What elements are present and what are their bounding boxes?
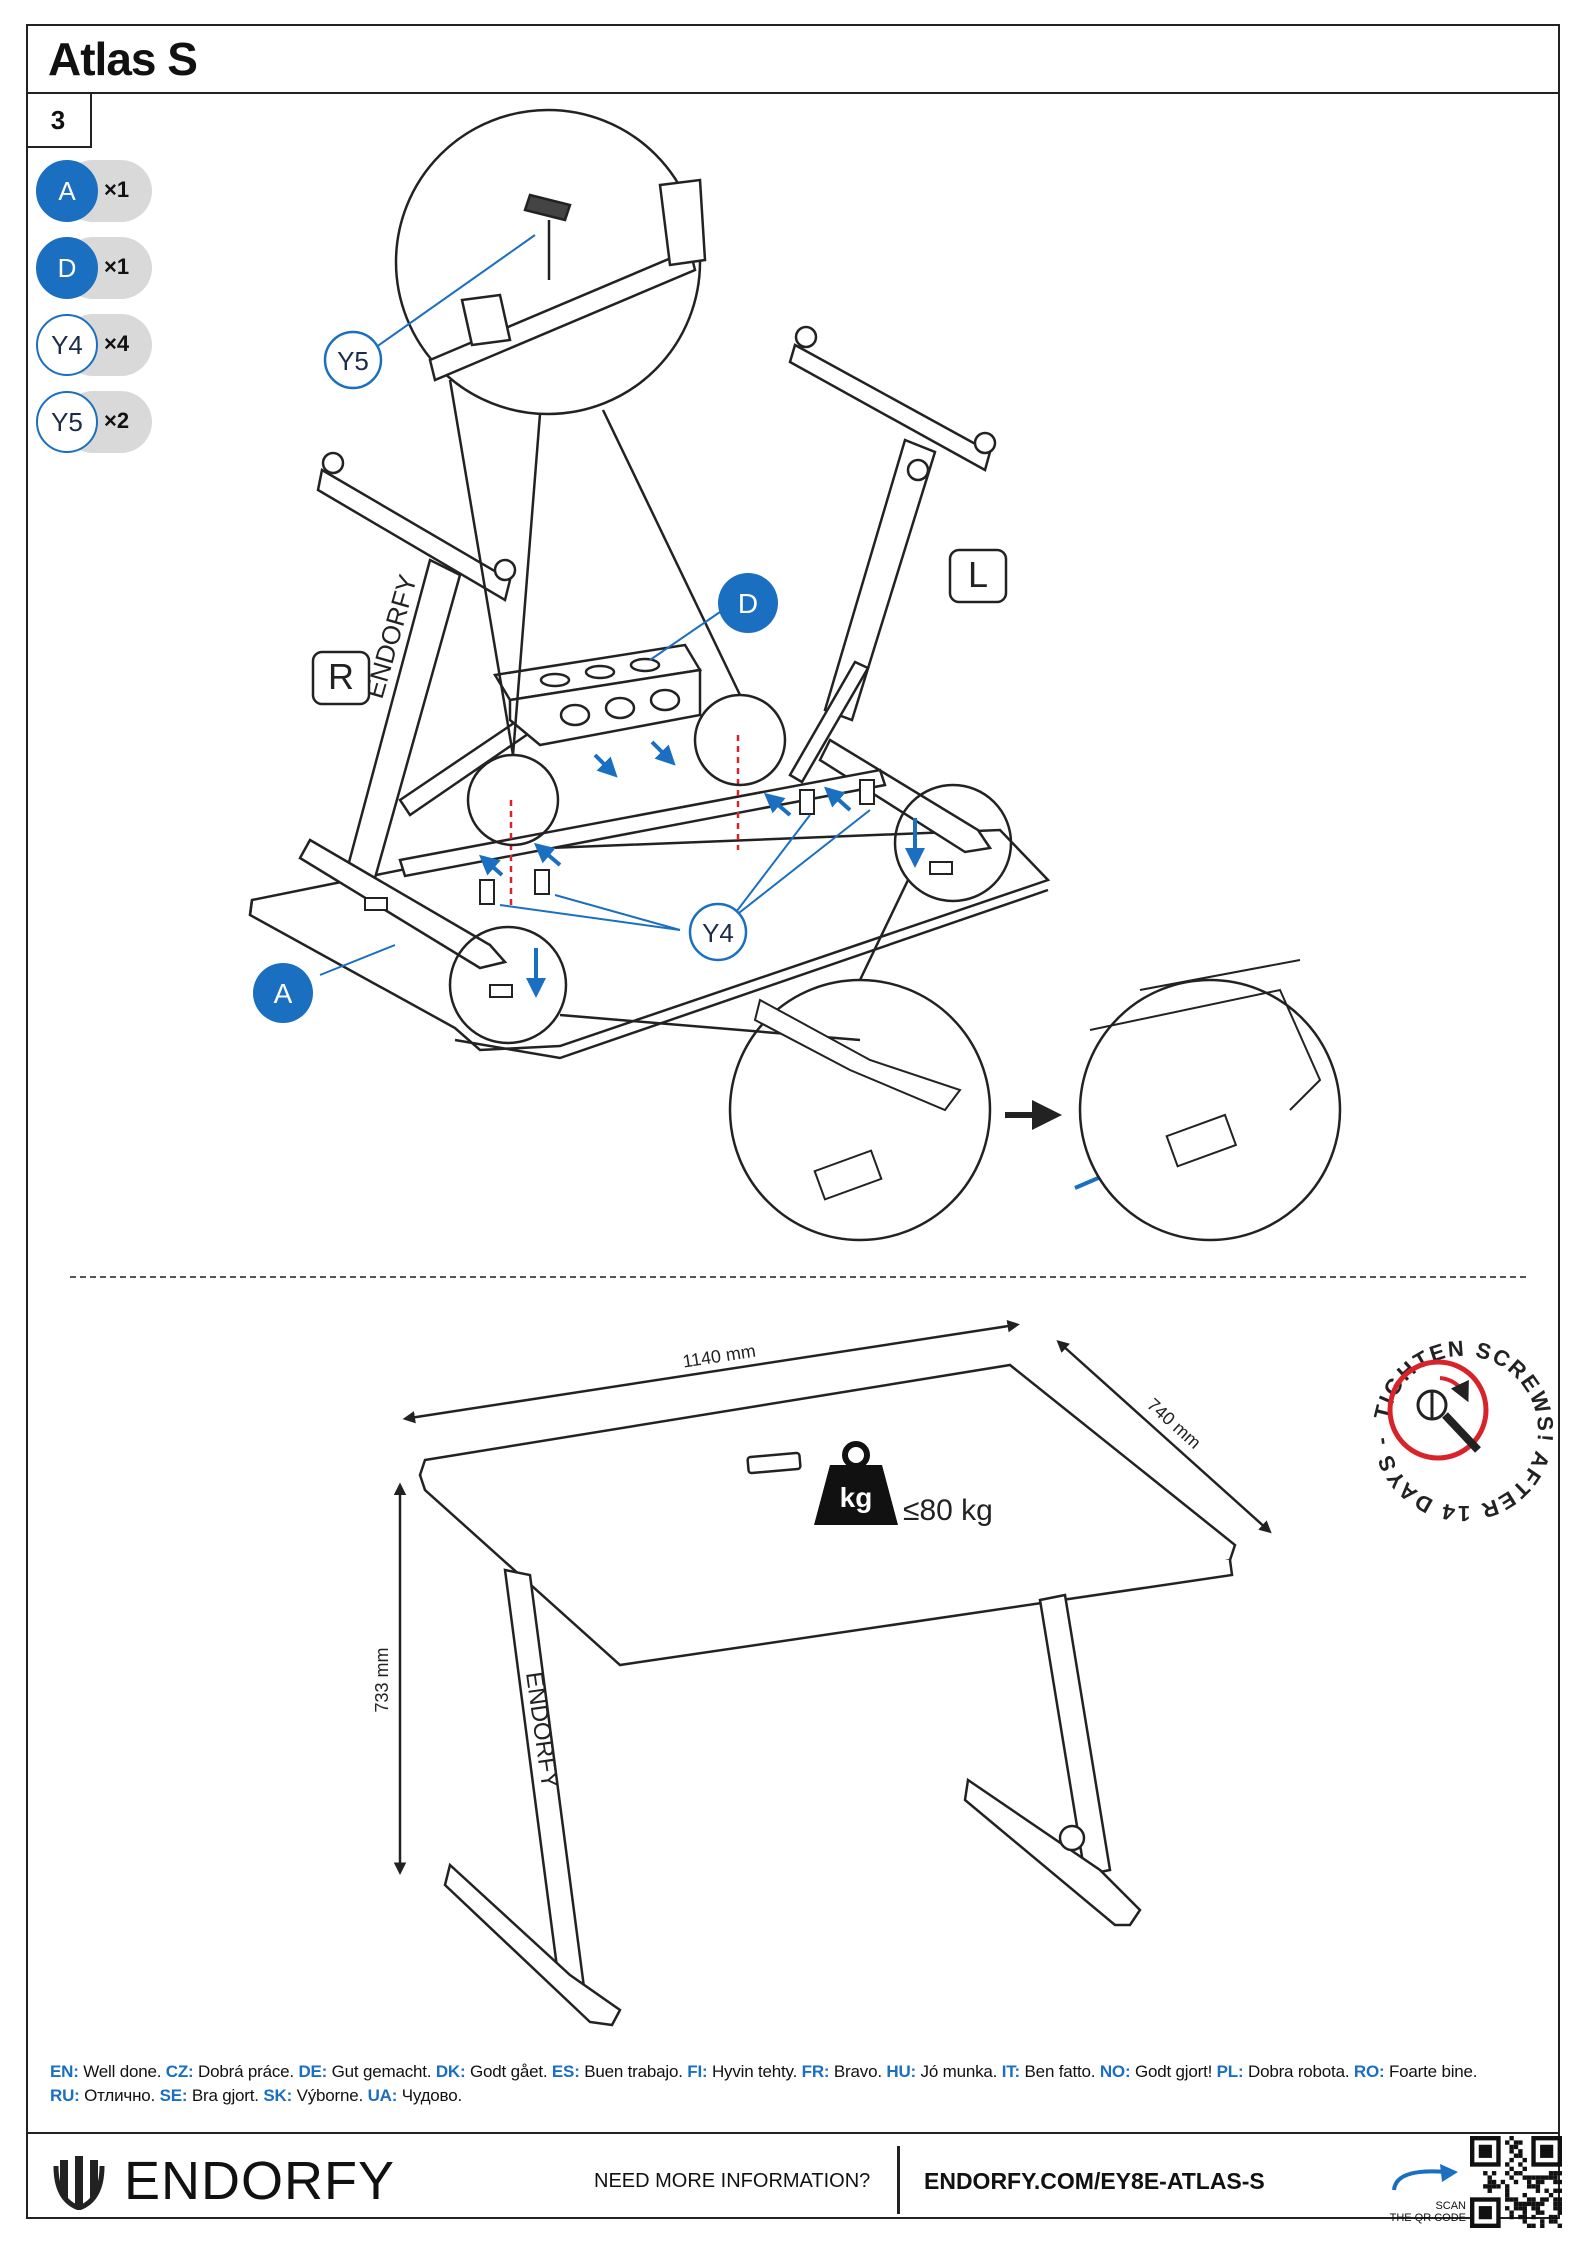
language-message: Jó munka. <box>920 2062 998 2081</box>
language-code: DE: <box>298 2062 328 2081</box>
zoom-detail-bottom <box>753 959 1322 1201</box>
language-message: Godt gjort! <box>1134 2062 1213 2081</box>
qr-code[interactable] <box>1470 2136 1562 2228</box>
language-code: PL: <box>1216 2062 1244 2081</box>
page-frame <box>26 24 1560 2219</box>
language-message: Godt gået. <box>470 2062 548 2081</box>
language-code: SK: <box>263 2086 293 2105</box>
callout-l: L <box>948 548 1008 604</box>
scan-line-1: SCAN <box>1435 2200 1466 2212</box>
callout-d-label: D <box>738 588 758 619</box>
language-message: Výborne. <box>296 2086 364 2105</box>
part-id: A <box>36 160 98 222</box>
language-code: UA: <box>367 2086 398 2105</box>
language-message: Dobra robota. <box>1248 2062 1350 2081</box>
language-code: EN: <box>50 2062 79 2081</box>
callout-d: D <box>718 573 778 633</box>
congratulations-messages: EN: Well done. CZ: Dobrá práce. DE: Gut … <box>50 2060 1540 2108</box>
language-code: IT: <box>1001 2062 1021 2081</box>
manual-title: Atlas S <box>48 33 198 85</box>
language-message: Bravo. <box>833 2062 882 2081</box>
language-message: Чудово. <box>401 2086 462 2105</box>
language-message: Ben fatto. <box>1024 2062 1096 2081</box>
language-code: CZ: <box>165 2062 194 2081</box>
language-code: FR: <box>801 2062 830 2081</box>
zoom-circles <box>394 108 1342 1242</box>
max-load: ≤80 kg <box>903 1494 993 1527</box>
weight-icon-label: kg <box>840 1482 873 1513</box>
leg-l <box>788 325 997 854</box>
y4-brackets <box>364 779 953 998</box>
part-a: A×1 <box>36 160 152 222</box>
footer-vertical-divider <box>897 2146 900 2214</box>
part-id: Y5 <box>36 391 98 453</box>
part-qty: ×4 <box>104 331 130 356</box>
scan-line-2: THE QR CODE <box>1389 2212 1466 2224</box>
callout-y5: Y5 <box>323 330 383 390</box>
language-code: NO: <box>1099 2062 1131 2081</box>
dimension-lines <box>393 1319 1272 1875</box>
callout-r: R <box>311 650 371 706</box>
language-message: Hyvin tehty. <box>711 2062 798 2081</box>
part-y4: Y4×4 <box>36 314 152 376</box>
language-code: RO: <box>1353 2062 1385 2081</box>
language-code: SE: <box>159 2086 188 2105</box>
footer-divider <box>26 2132 1560 2134</box>
callout-lines <box>319 234 871 976</box>
part-d: D×1 <box>36 237 152 299</box>
language-code: HU: <box>886 2062 917 2081</box>
zoom-detail-top <box>428 178 707 382</box>
callout-y5-label: Y5 <box>337 346 369 376</box>
weight-icon: kg <box>814 1441 898 1525</box>
language-code: FI: <box>687 2062 708 2081</box>
callout-y4: Y4 <box>688 902 748 962</box>
cable-tray-d <box>492 643 703 747</box>
language-message: Well done. <box>83 2062 162 2081</box>
language-message: Buen trabajo. <box>584 2062 683 2081</box>
language-message: Dobrá práce. <box>198 2062 294 2081</box>
language-code: DK: <box>435 2062 466 2081</box>
callout-y4-label: Y4 <box>702 918 734 948</box>
need-more-info: NEED MORE INFORMATION? <box>594 2170 871 2192</box>
language-message: Отлично. <box>84 2086 156 2105</box>
tighten-screws-stamp: TIGHTEN SCREWS! AFTER 14 DAYS - <box>1368 1336 1556 1526</box>
step-number: 3 <box>26 92 92 148</box>
header-divider <box>26 92 1560 94</box>
desktop-panel <box>248 828 1051 1060</box>
callout-r-label: R <box>328 656 354 697</box>
part-id: D <box>36 237 98 299</box>
section-divider <box>70 1276 1526 1278</box>
part-qty: ×1 <box>104 254 130 279</box>
part-id: Y4 <box>36 314 98 376</box>
footer-url-link[interactable]: ENDORFY.COM/EY8E-ATLAS-S <box>924 2168 1265 2194</box>
part-qty: ×2 <box>104 408 130 433</box>
part-qty: ×1 <box>104 177 130 202</box>
dim-height: 733 mm <box>372 1647 392 1712</box>
language-message: Gut gemacht. <box>331 2062 432 2081</box>
language-code: RU: <box>50 2086 80 2105</box>
language-message: Bra gjort. <box>191 2086 259 2105</box>
callout-a: A <box>253 963 313 1023</box>
scan-qr-caption: SCAN THE QR CODE <box>1386 2200 1466 2224</box>
cross-beam <box>398 768 887 878</box>
endorfy-logo-icon <box>53 2156 105 2210</box>
scan-arrow-icon <box>1392 2164 1458 2191</box>
footer-brand: ENDORFY <box>124 2151 396 2211</box>
callout-l-label: L <box>968 554 988 595</box>
callout-a-label: A <box>274 978 293 1009</box>
language-message: Foarte bine. <box>1388 2062 1478 2081</box>
part-y5: Y5×2 <box>36 391 152 453</box>
language-code: ES: <box>551 2062 580 2081</box>
footer-logo: ENDORFY <box>50 2150 395 2212</box>
